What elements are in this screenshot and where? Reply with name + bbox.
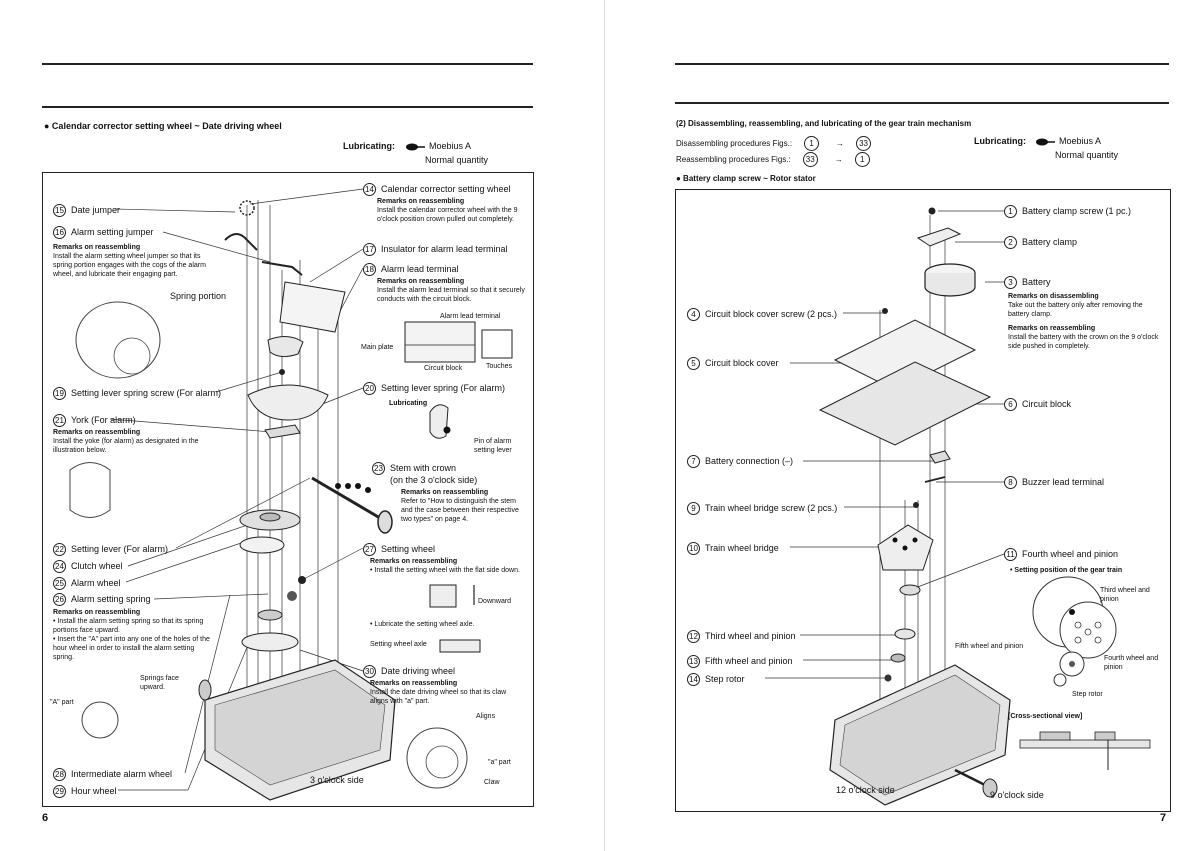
- right-lubricant: Moebius A: [1034, 136, 1101, 147]
- main-plate-callout: Main plate: [361, 344, 394, 351]
- re-label: Reassembling procedures Figs.:: [676, 154, 791, 164]
- disassembling-row: Disassembling procedures Figs.: 1 → 33: [676, 136, 876, 151]
- setting-position-note: • Setting position of the gear train: [1010, 567, 1123, 574]
- re-to: 1: [854, 152, 870, 167]
- circuit-block-callout: Circuit block: [424, 365, 463, 372]
- page-number-left: 6: [42, 812, 49, 824]
- header-rule-right: [675, 102, 1169, 104]
- note-26: Remarks on reassembling• Install the ala…: [53, 609, 210, 661]
- header-rule-top: [42, 63, 533, 65]
- reassembling-row: Reassembling procedures Figs.: 33 → 1: [676, 152, 875, 167]
- page-number-right: 7: [1160, 812, 1167, 824]
- left-lubricating-label: Lubricating:: [343, 141, 395, 151]
- twelve-oclock-label: 12 o'clock side: [836, 785, 895, 795]
- dis-arrow: →: [836, 138, 845, 148]
- oil-drop-icon: [406, 143, 425, 150]
- right-diagram-frame: [675, 189, 1171, 812]
- spring-portion-label: Spring portion: [170, 291, 227, 301]
- fourth-wheel-callout: Fourth wheel and pinion: [1104, 655, 1159, 671]
- a-part-callout: "A" part: [50, 699, 74, 706]
- nine-oclock-label: 9 o'clock side: [990, 790, 1044, 800]
- right-sub-title: ● Battery clamp screw ~ Rotor stator: [676, 174, 816, 183]
- dis-to: 33: [856, 136, 872, 151]
- aligns-callout: Aligns: [476, 713, 496, 720]
- dis-label: Disassembling procedures Figs.:: [676, 138, 793, 148]
- left-diagram-frame: [42, 172, 534, 807]
- right-lubricant-name: Moebius A: [1059, 136, 1102, 146]
- third-wheel-callout: Third wheel and pinion: [1100, 587, 1150, 603]
- downward-callout: Downward: [478, 598, 512, 605]
- header-rule-top-right: [675, 63, 1169, 65]
- cross-section-label: [Cross-sectional view]: [1008, 713, 1083, 720]
- claw-callout: Claw: [484, 779, 500, 786]
- fifth-wheel-callout: Fifth wheel and pinion: [955, 643, 1024, 650]
- note-20: Lubricating: [389, 400, 428, 407]
- lube-axle-note: • Lubricate the setting wheel axle.: [370, 621, 475, 628]
- re-arrow: →: [834, 154, 843, 164]
- page-fold: [604, 0, 605, 851]
- dis-from: 1: [804, 136, 820, 151]
- header-rule: [42, 106, 533, 108]
- stem-sub-label: (on the 3 o'clock side): [390, 475, 478, 485]
- springs-face-callout: Springs face upward.: [140, 675, 179, 691]
- alarm-lead-terminal-callout: Alarm lead terminal: [440, 313, 501, 320]
- oil-drop-icon: [1036, 138, 1055, 145]
- step-rotor-callout: Step rotor: [1072, 691, 1103, 698]
- left-lubricant: Moebius A: [404, 141, 471, 152]
- re-from: 33: [802, 152, 818, 167]
- touches-callout: Touches: [486, 363, 513, 370]
- note-27: Remarks on reassembling• Install the set…: [370, 558, 520, 574]
- three-oclock-label: 3 o'clock side: [310, 775, 364, 785]
- left-quantity: Normal quantity: [425, 155, 489, 165]
- right-section-title: (2) Disassembling, reassembling, and lub…: [676, 119, 972, 128]
- left-section-title: ● Calendar corrector setting wheel ~ Dat…: [44, 121, 282, 131]
- pin-alarm-callout: Pin of alarm setting lever: [474, 438, 512, 454]
- right-lubricating-label: Lubricating:: [974, 136, 1026, 146]
- right-quantity: Normal quantity: [1055, 150, 1119, 160]
- setting-wheel-axle-callout: Setting wheel axle: [370, 641, 427, 648]
- a-part-small-callout: "a" part: [488, 759, 511, 766]
- left-lubricant-name: Moebius A: [429, 141, 472, 151]
